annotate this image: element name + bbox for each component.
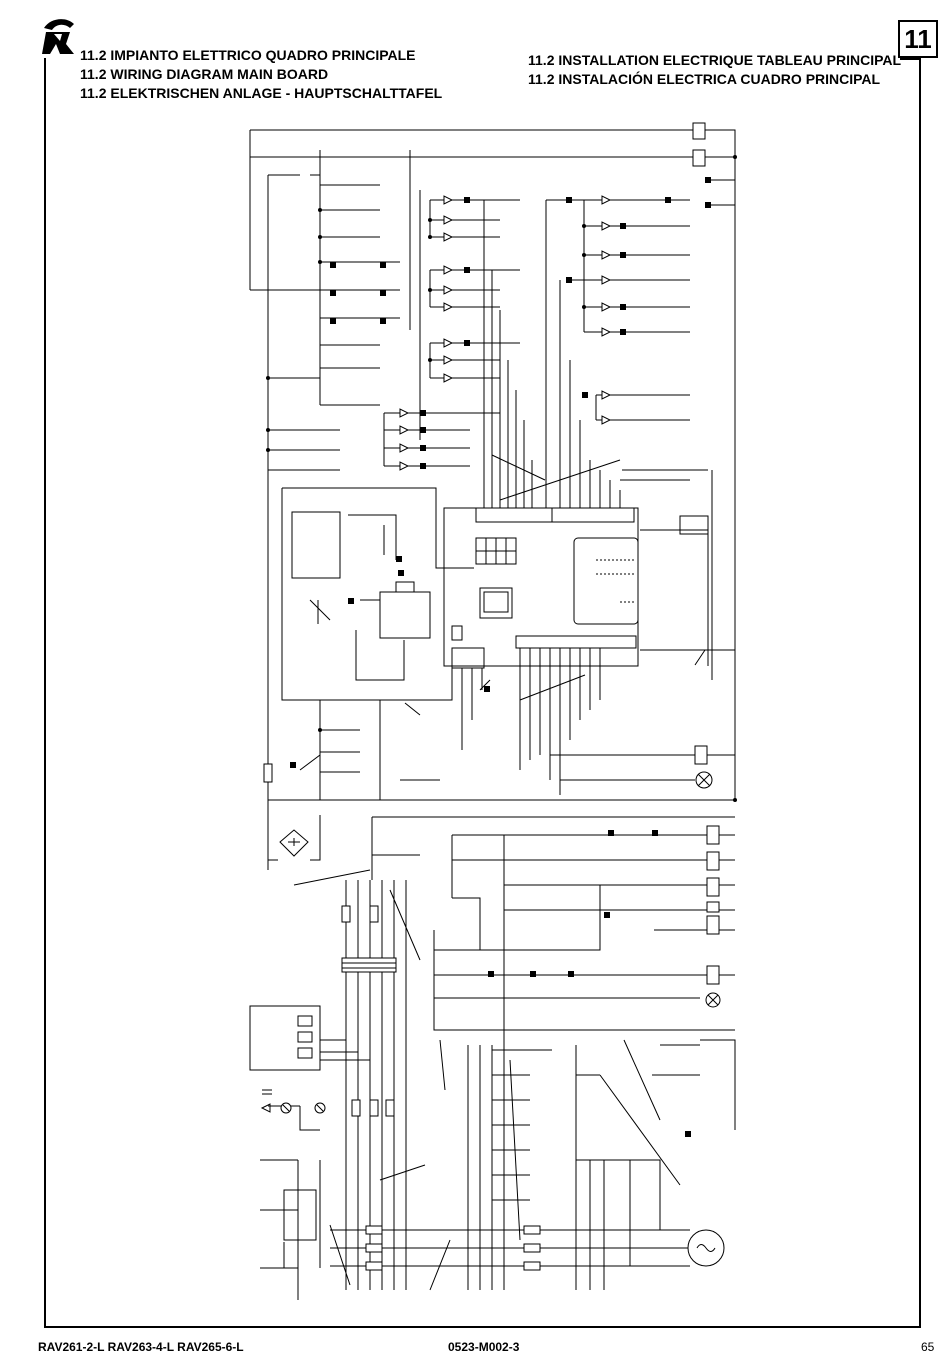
control-circuit-upper — [250, 123, 735, 870]
page-number: 65 — [921, 1340, 934, 1354]
model-codes: RAV261-2-L RAV263-4-L RAV265-6-L — [38, 1340, 244, 1354]
document-code: 0523-M002-3 — [448, 1340, 519, 1354]
power-circuit-lower — [250, 764, 735, 1300]
